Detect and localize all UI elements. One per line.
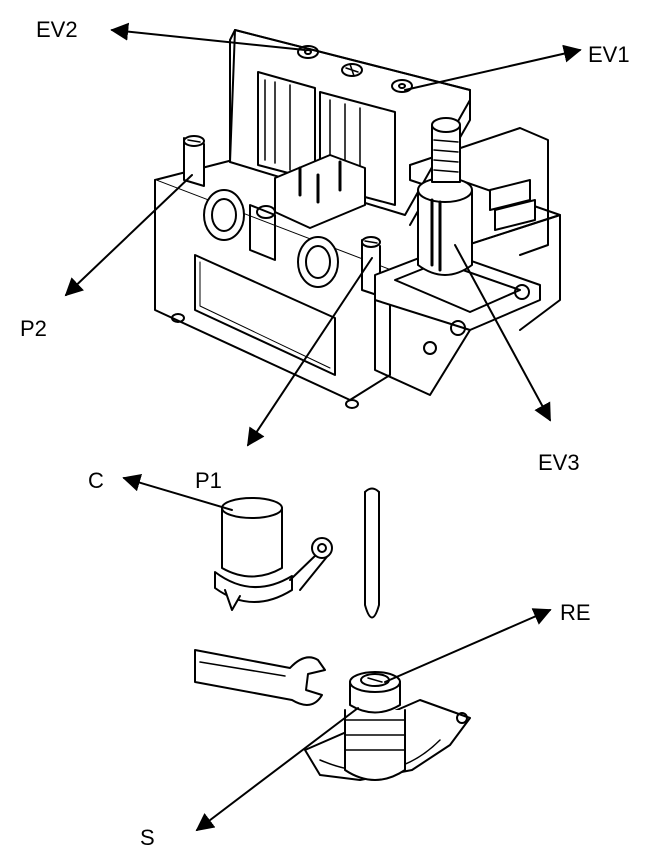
arrow-ev2 [110, 22, 306, 51]
arrow-p2 [64, 174, 193, 297]
solenoid-ev3 [374, 117, 549, 396]
arrow-p1 [247, 257, 373, 447]
label-p1: P1 [195, 468, 222, 493]
label-re: RE [560, 600, 591, 625]
arrow-re [384, 608, 552, 683]
label-ev3: EV3 [538, 450, 580, 475]
leader-arrows [64, 22, 582, 832]
screwdriver [364, 487, 380, 619]
label-ev2: EV2 [36, 17, 78, 42]
arrow-c [122, 473, 233, 511]
label-ev1: EV1 [588, 42, 630, 67]
arrow-s [195, 707, 359, 832]
arrow-ev3 [454, 244, 551, 422]
regulator-assembly [304, 671, 471, 781]
label-p2: P2 [20, 316, 47, 341]
wrench [194, 649, 326, 706]
arrow-ev1 [404, 44, 582, 91]
protective-cap [214, 497, 333, 611]
label-s: S [140, 825, 155, 850]
pressure-tap-p2 [183, 135, 205, 187]
label-c: C [88, 468, 104, 493]
